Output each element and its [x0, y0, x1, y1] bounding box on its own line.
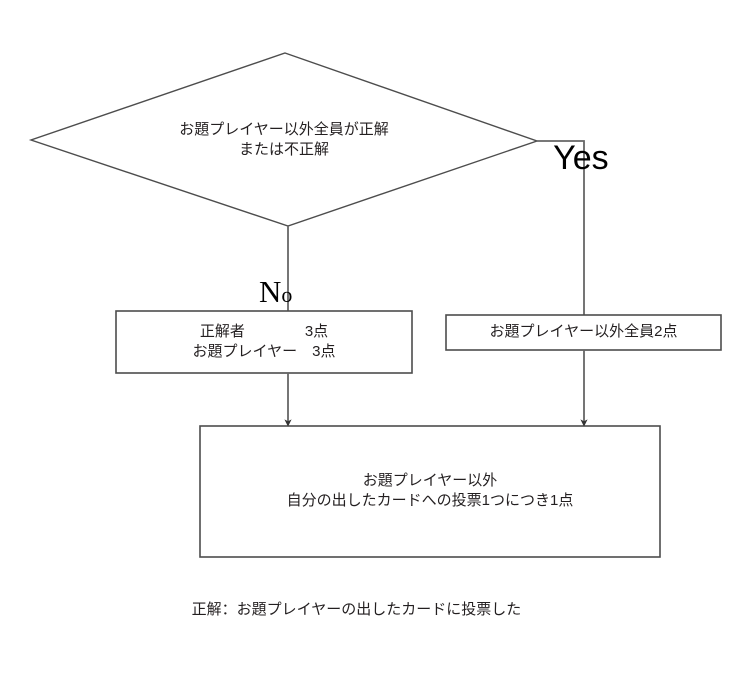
right-box-shape — [445, 314, 722, 351]
left-box-shape — [115, 310, 413, 374]
decision-diamond-shape — [28, 52, 540, 227]
branch-label-yes-text: Yes — [553, 139, 609, 177]
footnote-definition: 正解：お題プレイヤーの出したカードに投票した — [175, 581, 522, 636]
branch-label-yes: Yes — [516, 100, 609, 217]
branch-label-no: No — [228, 238, 292, 346]
branch-label-no-small: o — [281, 282, 293, 307]
footnote-text: 正解：お題プレイヤーの出したカードに投票した — [191, 601, 522, 618]
bottom-box-shape — [199, 425, 661, 558]
connector-yes-branch — [537, 140, 585, 315]
branch-label-no-main: N — [259, 274, 282, 309]
